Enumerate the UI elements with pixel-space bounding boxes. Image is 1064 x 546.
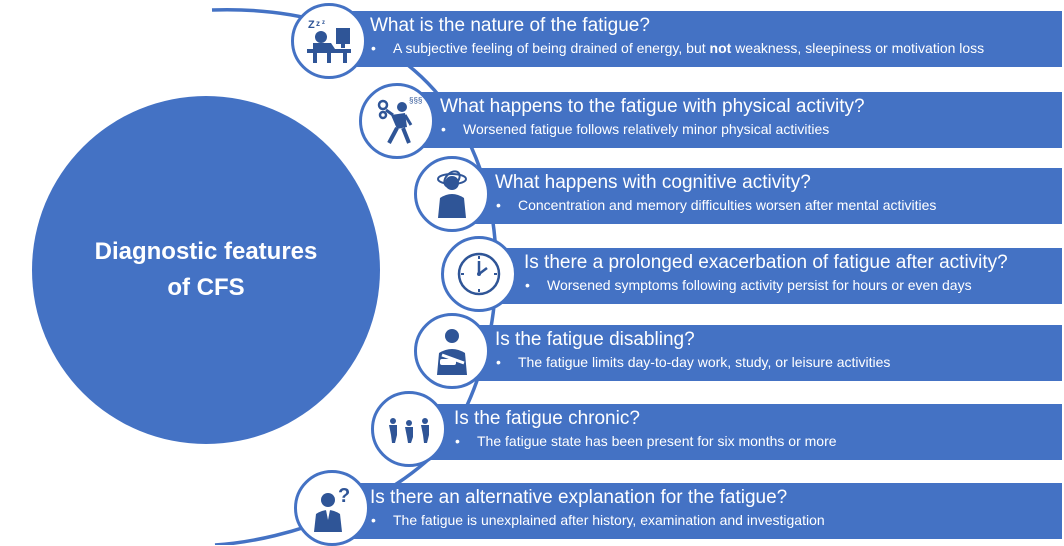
feature-question: What happens to the fatigue with physica… [440,96,865,117]
feature-bullet-text: Worsened fatigue follows relatively mino… [463,121,830,137]
feature-banner-physical: What happens to the fatigue with physica… [400,92,1062,148]
feature-bullet-text-pre: A subjective feeling of being drained of… [393,40,710,56]
feature-question: Is there an alternative explanation for … [370,487,788,508]
feature-question: Is the fatigue disabling? [495,329,695,350]
feature-question: What is the nature of the fatigue? [370,15,650,36]
feature-banner-chronic: Is the fatigue chronic? • The fatigue sta… [410,404,1062,460]
feature-question: What happens with cognitive activity? [495,172,811,193]
doctor-question-icon: ? [314,485,350,532]
feature-bullet-text-bold: not [709,40,732,56]
feature-bullet-text: Concentration and memory difficulties wo… [518,197,937,213]
tired-people-icon [389,418,429,443]
feature-banner-nature: What is the nature of the fatigue? • A su… [330,11,1062,67]
feature-icon-circle [441,236,517,312]
feature-icon-circle: ? [294,470,370,546]
center-circle: Diagnostic features of CFS [32,96,380,444]
exhausted-wind-up-person-icon: §§§ [377,96,422,144]
dizzy-head-icon [437,170,467,218]
feature-banner-alternative: Is there an alternative explanation for … [330,483,1062,539]
feature-bullet: • Worsened symptoms following activity pe… [524,275,1062,295]
svg-text:z: z [322,20,325,26]
sleeping-at-desk-icon: Z z z [307,19,351,63]
feature-banner-disabling: Is the fatigue disabling? • The fatigue l… [455,325,1062,381]
svg-text:z: z [316,19,320,28]
center-title-line1: Diagnostic features [94,238,318,265]
feature-icon-circle: §§§ [359,83,435,159]
bullet-icon: • [371,512,376,528]
bullet-icon: • [441,121,446,137]
feature-question: Is there a prolonged exacerbation of fat… [524,252,1008,273]
center-title: Diagnostic features of CFS [76,234,336,306]
feature-icon-circle [414,156,490,232]
bullet-icon: • [496,197,501,213]
svg-text:?: ? [338,485,350,507]
clock-icon [457,252,501,296]
bullet-icon: • [525,277,530,293]
feature-bullet: • Worsened fatigue follows relatively min… [440,119,1062,139]
arm-sling-person-icon [437,329,467,375]
feature-bullet-text: The fatigue state has been present for s… [477,433,837,449]
bullet-icon: • [496,354,501,370]
feature-bullet: • A subjective feeling of being drained o… [370,38,1062,58]
feature-bullet-text: The fatigue limits day-to-day work, stud… [518,354,891,370]
svg-text:§§§: §§§ [409,96,422,105]
bullet-icon: • [371,40,376,56]
feature-bullet: • The fatigue state has been present for … [454,431,1062,451]
feature-question: Is the fatigue chronic? [454,408,640,429]
feature-icon-circle: Z z z [291,3,367,79]
svg-text:Z: Z [308,19,315,31]
feature-bullet-text: Worsened symptoms following activity per… [547,277,972,293]
feature-bullet: • The fatigue limits day-to-day work, stu… [495,352,1062,372]
feature-icon-circle [414,313,490,389]
feature-bullet-text-post: weakness, sleepiness or motivation loss [731,40,985,56]
bullet-icon: • [455,433,460,449]
feature-banner-cognitive: What happens with cognitive activity? • C… [455,168,1062,224]
feature-icon-circle [371,391,447,467]
feature-banner-prolonged: Is there a prolonged exacerbation of fat… [480,248,1062,304]
feature-bullet: • Concentration and memory difficulties w… [495,195,1062,215]
center-title-line2: of CFS [167,274,245,301]
feature-bullet-text: The fatigue is unexplained after history… [393,512,825,528]
feature-bullet: • The fatigue is unexplained after histor… [370,510,1062,530]
